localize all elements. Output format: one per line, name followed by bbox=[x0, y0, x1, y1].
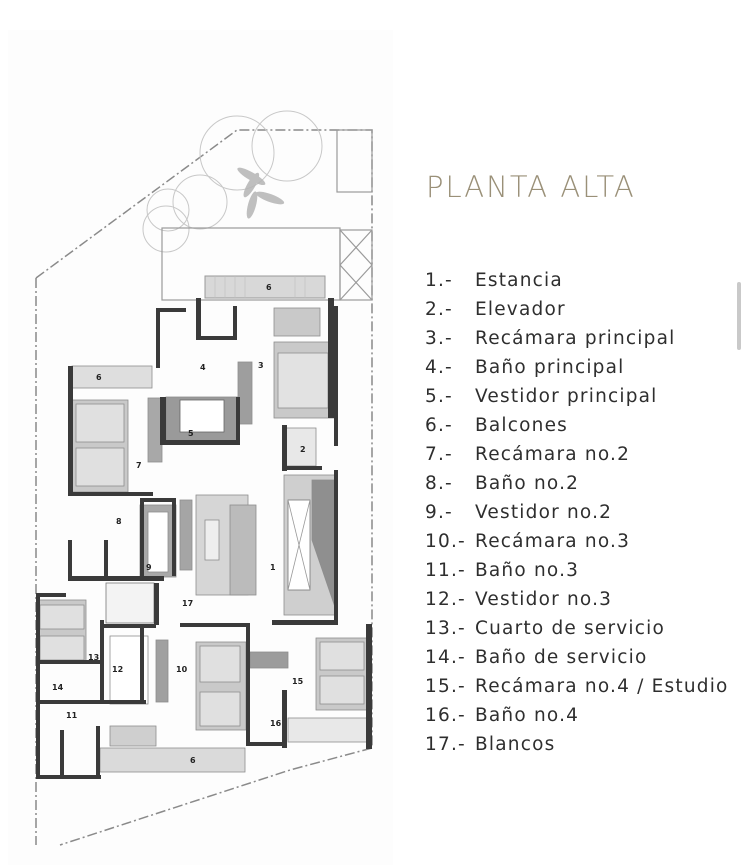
legend-item: 5.-Vestidor principal bbox=[425, 386, 658, 407]
legend-item: 15.-Recámara no.4 / Estudio bbox=[425, 676, 729, 697]
scrollbar[interactable] bbox=[737, 282, 741, 350]
svg-text:1: 1 bbox=[270, 563, 276, 572]
legend-item: 6.-Balcones bbox=[425, 415, 569, 436]
legend-item: 13.-Cuarto de servicio bbox=[425, 618, 665, 639]
legend-item: 7.-Recámara no.2 bbox=[425, 444, 631, 465]
terrace bbox=[161, 129, 373, 301]
legend-item: 2.-Elevador bbox=[425, 299, 566, 320]
svg-text:6: 6 bbox=[266, 283, 272, 292]
svg-text:12: 12 bbox=[112, 665, 123, 674]
floor-plan: 1 2 3 4 5 6 6 6 7 8 9 10 11 12 13 14 15 … bbox=[35, 110, 373, 846]
svg-text:6: 6 bbox=[96, 373, 102, 382]
page-title: PLANTA ALTA bbox=[426, 170, 636, 204]
svg-text:14: 14 bbox=[52, 683, 64, 692]
legend-item: 16.-Baño no.4 bbox=[425, 705, 580, 726]
palm-plant-icon bbox=[237, 167, 285, 219]
furniture bbox=[37, 307, 371, 773]
room-legend: 1.-Estancia 2.-Elevador 3.-Recámara prin… bbox=[425, 266, 729, 759]
svg-text:4: 4 bbox=[200, 363, 206, 372]
balcony-top bbox=[204, 275, 326, 299]
legend-item: 4.-Baño principal bbox=[425, 357, 625, 378]
walls bbox=[36, 298, 372, 779]
legend-item: 14.-Baño de servicio bbox=[425, 647, 648, 668]
svg-text:5: 5 bbox=[188, 429, 194, 438]
svg-text:16: 16 bbox=[270, 719, 282, 728]
legend-item: 12.-Vestidor no.3 bbox=[425, 589, 613, 610]
svg-text:6: 6 bbox=[190, 756, 196, 765]
room-labels: 1 2 3 4 5 6 6 6 7 8 9 10 11 12 13 14 15 … bbox=[52, 283, 306, 765]
legend-item: 3.-Recámara principal bbox=[425, 328, 676, 349]
svg-text:3: 3 bbox=[258, 361, 264, 370]
svg-text:17: 17 bbox=[182, 599, 193, 608]
legend-item: 8.-Baño no.2 bbox=[425, 473, 580, 494]
legend-item: 17.-Blancos bbox=[425, 734, 556, 755]
tree-canopies bbox=[142, 110, 323, 253]
legend-item: 1.-Estancia bbox=[425, 270, 563, 291]
svg-text:2: 2 bbox=[300, 445, 306, 454]
svg-text:13: 13 bbox=[88, 653, 99, 662]
svg-text:8: 8 bbox=[116, 517, 122, 526]
svg-text:15: 15 bbox=[292, 677, 304, 686]
svg-text:9: 9 bbox=[146, 563, 152, 572]
svg-text:10: 10 bbox=[176, 665, 188, 674]
svg-text:7: 7 bbox=[136, 461, 142, 470]
legend-item: 9.-Vestidor no.2 bbox=[425, 502, 613, 523]
legend-item: 11.-Baño no.3 bbox=[425, 560, 580, 581]
legend-item: 10.-Recámara no.3 bbox=[425, 531, 631, 552]
svg-text:11: 11 bbox=[66, 711, 78, 720]
